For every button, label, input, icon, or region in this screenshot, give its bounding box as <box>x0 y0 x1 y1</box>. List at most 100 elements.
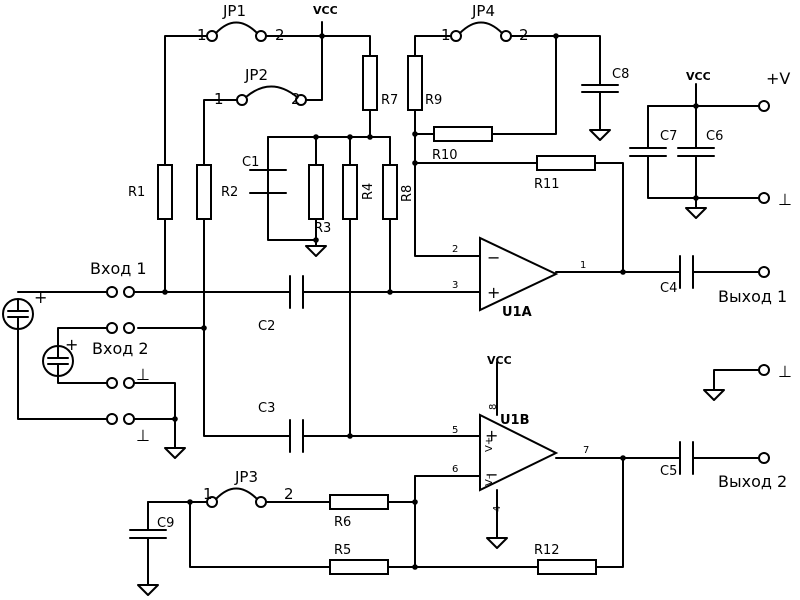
label-r6: R6 <box>334 515 351 530</box>
label-r7: R7 <box>381 93 398 108</box>
jumper-jp4 <box>450 21 512 42</box>
capacitor-c1 <box>249 169 287 194</box>
source-input-1 <box>2 298 34 330</box>
label-source2-plus: + <box>65 335 78 354</box>
capacitor-c3 <box>289 419 304 453</box>
resistor-r2 <box>196 164 212 220</box>
resistor-r11 <box>536 155 596 171</box>
label-r8: R8 <box>400 185 415 202</box>
label-c2: C2 <box>258 319 275 334</box>
opamp-u1b <box>479 413 559 492</box>
label-u1b-pin7: 7 <box>583 445 589 456</box>
label-c3: C3 <box>258 401 275 416</box>
label-vcc-power: VCC <box>686 70 711 83</box>
label-jp3: JP3 <box>234 468 258 486</box>
label-u1b-minus: − <box>485 465 498 484</box>
labels: JP1 1 2 VCC JP2 1 2 JP4 1 2 JP3 1 2 R7 R… <box>34 2 792 558</box>
label-c1: C1 <box>242 155 259 170</box>
ground-inputs <box>164 447 186 459</box>
label-vcc-top: VCC <box>313 4 338 17</box>
ground-c9 <box>137 584 159 596</box>
capacitor-c4 <box>679 255 694 289</box>
jumper-jp3 <box>206 487 267 508</box>
capacitor-c5 <box>679 441 694 475</box>
label-r9: R9 <box>425 93 442 108</box>
label-r11: R11 <box>534 177 560 192</box>
label-u1b-pin5: 5 <box>452 425 458 436</box>
source-input-2 <box>42 345 74 377</box>
label-u1b: U1B <box>500 413 530 428</box>
resistor-r7 <box>362 55 378 111</box>
jumper-jp2 <box>236 85 307 106</box>
resistor-r1 <box>157 164 173 220</box>
label-u1b-plus: + <box>485 426 498 445</box>
label-vminus: V– <box>484 474 495 486</box>
label-u1b-pin6: 6 <box>452 464 458 475</box>
jumpers <box>206 21 512 508</box>
ground-power <box>685 207 707 219</box>
label-r10: R10 <box>432 148 458 163</box>
ground-u1b <box>486 537 508 549</box>
label-r1: R1 <box>128 185 145 200</box>
label-u1a-plus: + <box>487 283 500 302</box>
label-source1-plus: + <box>34 288 47 307</box>
label-u1a-pin3: 3 <box>452 280 458 291</box>
resistor-r4 <box>342 164 358 220</box>
label-u1b-pin8: 8 <box>488 404 499 410</box>
resistor-r10 <box>433 126 493 142</box>
label-ground-input-upper: ⊥ <box>136 365 150 384</box>
capacitor-c8 <box>581 84 619 93</box>
label-jp2: JP2 <box>244 66 268 84</box>
label-jp1: JP1 <box>222 2 246 20</box>
ground-right <box>703 389 725 401</box>
junctions <box>162 33 699 570</box>
opamp-u1a <box>479 236 559 312</box>
resistor-r5 <box>329 559 389 575</box>
resistor-r6 <box>329 494 389 510</box>
label-input-2: Вход 2 <box>92 339 149 358</box>
label-jp4-pin2: 2 <box>519 26 529 44</box>
label-jp2-pin1: 1 <box>214 90 224 108</box>
capacitor-c2 <box>289 275 304 309</box>
capacitor-c7 <box>629 147 667 157</box>
label-jp3-pin2: 2 <box>284 485 294 503</box>
label-r4: R4 <box>361 183 376 200</box>
wires <box>17 21 761 586</box>
capacitor-c9 <box>129 529 167 539</box>
label-jp4-pin1: 1 <box>441 26 451 44</box>
label-ground-input-lower: ⊥ <box>136 426 150 445</box>
label-c7: C7 <box>660 129 677 144</box>
resistor-r12 <box>537 559 597 575</box>
label-u1a-minus: − <box>487 248 500 267</box>
label-r12: R12 <box>534 543 560 558</box>
label-u1a-pin1: 1 <box>580 260 586 271</box>
label-vplus: V+ <box>484 437 495 452</box>
label-u1b-pin4: 4 <box>492 506 503 512</box>
label-c4: C4 <box>660 281 677 296</box>
label-jp4: JP4 <box>471 2 495 20</box>
label-jp2-pin2: 2 <box>291 90 301 108</box>
label-output-2: Выход 2 <box>718 472 787 491</box>
ground-symbols <box>137 129 725 596</box>
label-vcc-u1b: VCC <box>487 354 512 367</box>
capacitors <box>129 84 715 539</box>
terminals <box>106 100 770 464</box>
resistors <box>157 55 597 575</box>
label-plus-v: +V <box>766 69 790 88</box>
label-c6: C6 <box>706 129 723 144</box>
label-r5: R5 <box>334 543 351 558</box>
label-input-1: Вход 1 <box>90 259 147 278</box>
resistor-r3 <box>308 164 324 220</box>
label-c9: C9 <box>157 516 174 531</box>
label-c5: C5 <box>660 464 677 479</box>
label-jp1-pin1: 1 <box>197 26 207 44</box>
ground-c8 <box>589 129 611 141</box>
resistor-r9 <box>407 55 423 111</box>
resistor-r8 <box>382 164 398 220</box>
label-jp3-pin1: 1 <box>203 485 213 503</box>
label-output-1: Выход 1 <box>718 287 787 306</box>
ground-r3 <box>305 245 327 257</box>
label-u1a: U1A <box>502 305 532 320</box>
label-jp1-pin2: 2 <box>275 26 285 44</box>
